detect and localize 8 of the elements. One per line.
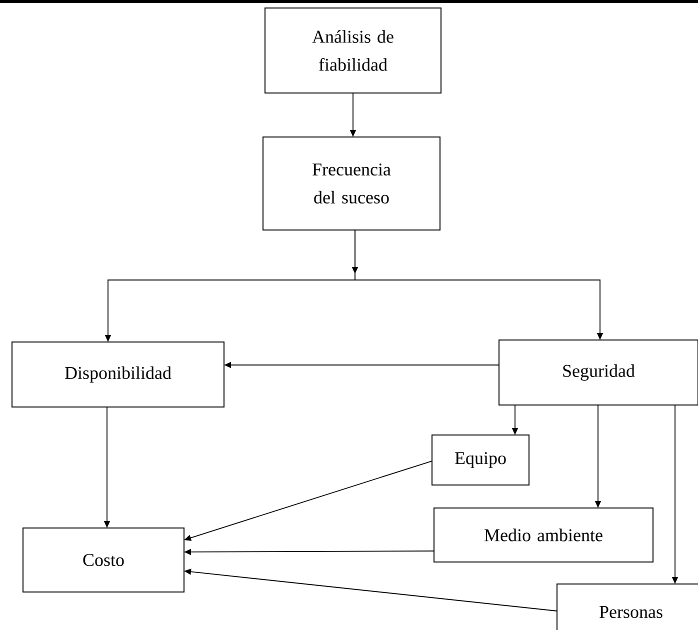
process-box: Disponibilidad <box>12 342 224 408</box>
process-box: Personas <box>556 584 698 630</box>
process-box: Medio ambiente <box>434 508 654 562</box>
process-box: Equipo <box>432 434 530 486</box>
process-box: Frecuencia del suceso <box>262 136 440 230</box>
process-box: Costo <box>22 528 184 592</box>
process-box: Análisis de fiabilidad <box>264 8 442 94</box>
process-box: Seguridad <box>498 340 698 406</box>
